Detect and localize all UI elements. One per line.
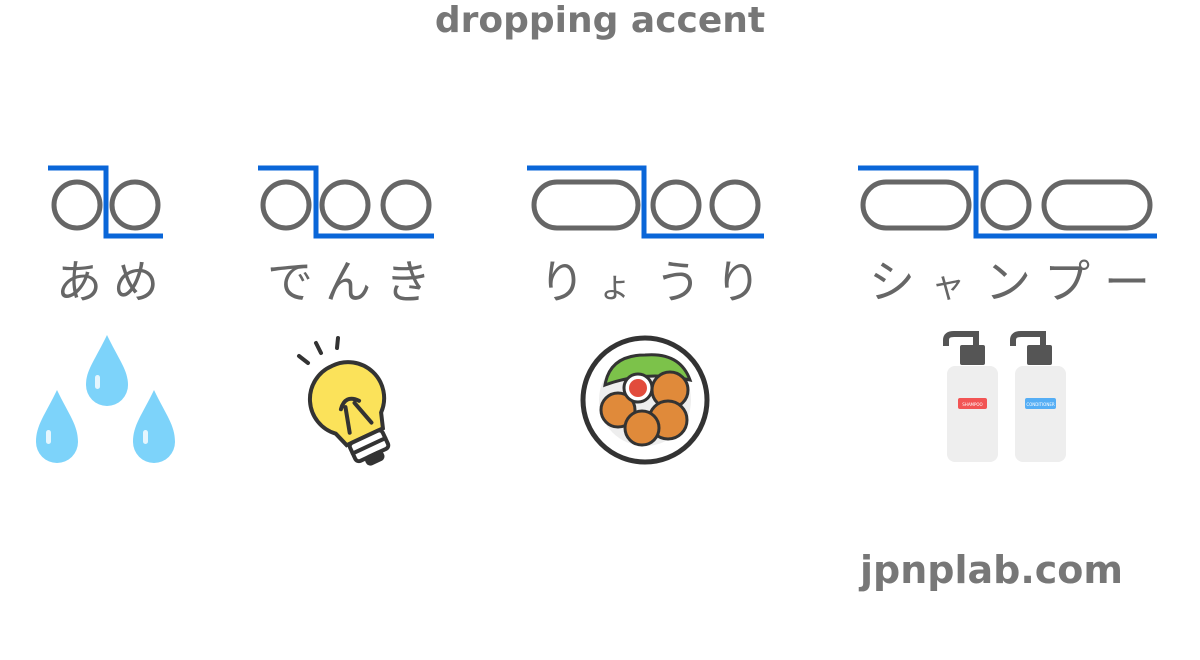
kana-char: う: [655, 255, 701, 309]
mora-circle: [319, 179, 371, 231]
mora-pill: [860, 179, 972, 231]
diagram-title: dropping accent: [434, 0, 766, 41]
kana-char: シ: [869, 255, 915, 309]
pitch-line-shampoo: [858, 165, 1157, 239]
shampoo-bottle: SHAMPOO: [943, 331, 998, 462]
kana-char: き: [385, 255, 431, 309]
mora-circle: [650, 179, 702, 231]
mora-circle: [380, 179, 432, 231]
kana-char: め: [113, 255, 159, 309]
pitch-lines: [48, 165, 1157, 239]
kana-char: り: [715, 255, 761, 309]
mora-circle: [709, 179, 761, 231]
kana-char: あ: [56, 255, 102, 309]
mora-circle: [980, 179, 1032, 231]
fried-food-plate-icon: [580, 335, 710, 465]
kana-char: プ: [1044, 255, 1090, 309]
mora-pill: [1041, 179, 1153, 231]
light-bulb-icon: [297, 336, 391, 466]
conditioner-bottle: CONDITIONER: [1010, 331, 1066, 462]
rain-drops-icon: [36, 335, 175, 463]
pitch-line-ame: [48, 165, 163, 239]
shampoo-bottles-icon: SHAMPOO CONDITIONER: [943, 331, 1066, 462]
kana-char: ー: [1104, 255, 1150, 309]
mora-circle: [51, 179, 103, 231]
conditioner-label: CONDITIONER: [1026, 402, 1054, 407]
kana-char: ャ: [931, 266, 965, 306]
site-watermark: jpnplab.com: [860, 548, 1124, 592]
mora-circle: [109, 179, 161, 231]
kana-char: り: [539, 255, 585, 309]
mora-circle: [260, 179, 312, 231]
mora-pill: [531, 179, 641, 231]
shampoo-label: SHAMPOO: [962, 402, 982, 407]
kana-char: で: [267, 255, 313, 309]
pitch-line-ryouri: [527, 165, 764, 239]
kana-char: ょ: [598, 266, 632, 306]
kana-char: ン: [985, 255, 1031, 309]
kana-char: ん: [325, 255, 371, 309]
mora-shapes: [51, 179, 1153, 231]
pitch-line-denki: [258, 165, 434, 239]
